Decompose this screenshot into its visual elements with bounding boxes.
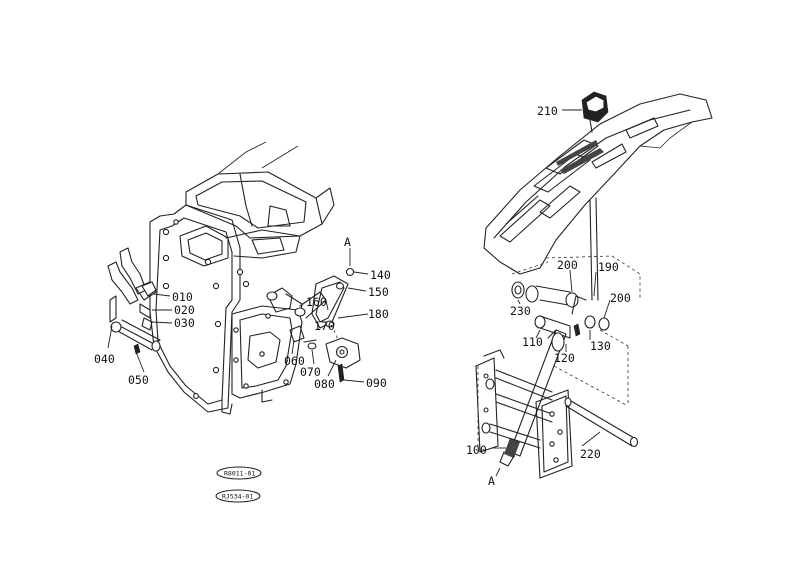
lower-bracket-assembly [475, 329, 639, 479]
label-200-upper: 200 [557, 258, 578, 272]
shift-guide-panel [483, 91, 713, 301]
label-180: 180 [368, 307, 389, 321]
label-090: 090 [366, 376, 387, 390]
stamp-outline-1 [216, 466, 262, 480]
stamp-2: RJ534-01 [222, 493, 253, 501]
shift-lever-bracket [499, 255, 641, 467]
label-040: 040 [94, 352, 115, 366]
callout-labels: 140 150 160 170 180 010 020 030 040 050 … [94, 104, 631, 488]
label-200-right: 200 [610, 291, 631, 305]
label-210: 210 [537, 104, 558, 118]
label-220: 220 [580, 447, 601, 461]
label-160: 160 [306, 295, 327, 309]
stamp-outline-2 [215, 489, 261, 503]
label-080: 080 [314, 377, 335, 391]
label-020: 020 [174, 303, 195, 317]
label-230: 230 [510, 304, 531, 318]
label-030: 030 [174, 316, 195, 330]
label-150: 150 [368, 285, 389, 299]
reference-stamps: R8011-01 RJ534-01 [215, 466, 262, 503]
label-190: 190 [598, 260, 619, 274]
leader-lines [107, 109, 611, 477]
stamp-1: R8011-01 [224, 470, 255, 478]
label-060: 060 [284, 354, 305, 368]
label-140: 140 [370, 268, 391, 282]
ref-a-top: A [344, 235, 351, 249]
label-100: 100 [466, 443, 487, 457]
label-170: 170 [314, 319, 335, 333]
label-070: 070 [300, 365, 321, 379]
label-110: 110 [522, 335, 543, 349]
label-010: 010 [172, 290, 193, 304]
label-120: 120 [554, 351, 575, 365]
transmission-case [149, 141, 335, 415]
label-050: 050 [128, 373, 149, 387]
label-130: 130 [590, 339, 611, 353]
shift-fork-assembly [107, 247, 161, 355]
ref-a-bottom: A [488, 474, 495, 488]
